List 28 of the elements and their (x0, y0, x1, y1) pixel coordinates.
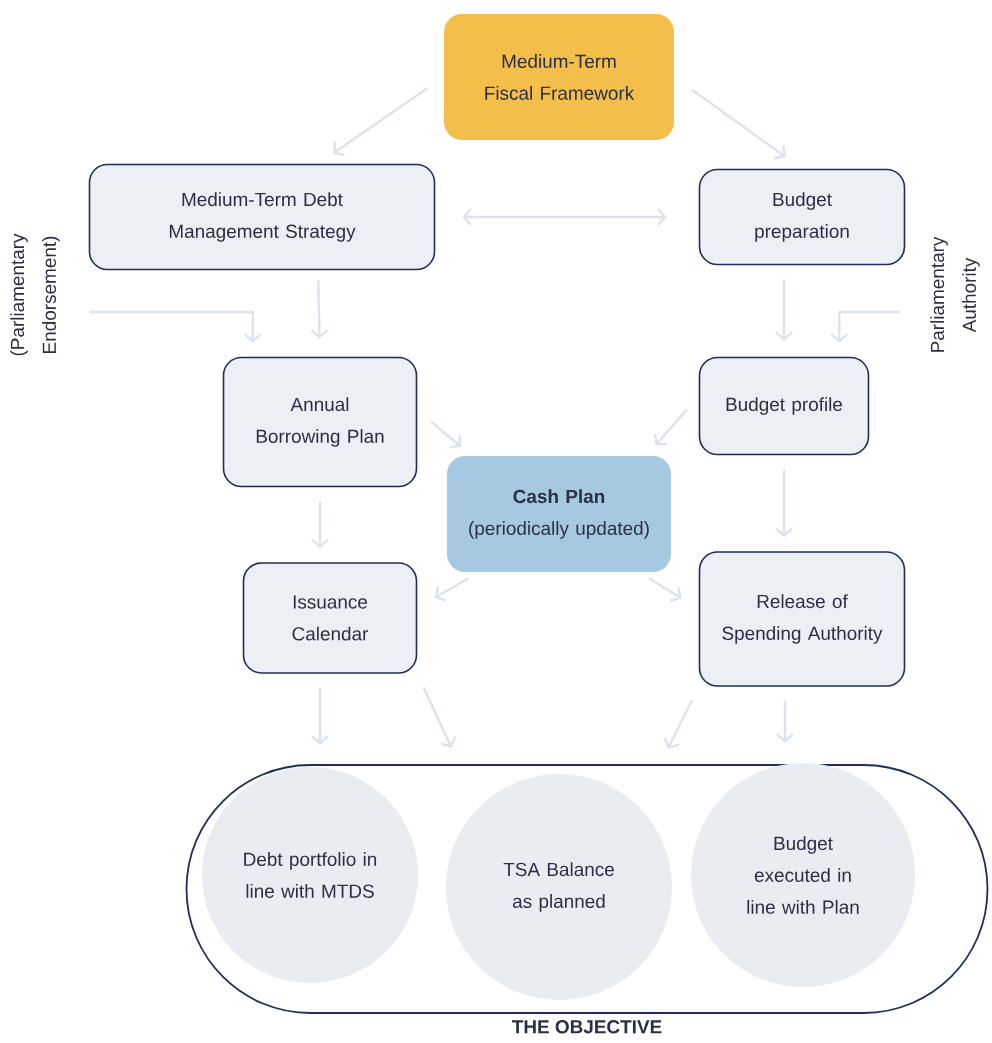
arrow (311, 501, 329, 549)
process-box: Budget profile (698, 356, 870, 456)
arrow (462, 208, 667, 226)
arrow (310, 280, 329, 339)
process-box: Annual Borrowing Plan (222, 356, 418, 488)
side-label: Parliamentary Authority (930, 236, 980, 352)
arrow (663, 699, 694, 749)
arrow (776, 700, 794, 743)
arrow (434, 577, 470, 602)
arrow (422, 686, 457, 748)
side-label: (Parliamentary Endorsement) (10, 233, 60, 356)
process-box: Medium-Term Debt Management Strategy (88, 163, 436, 271)
process-box: Budget preparation (698, 168, 906, 266)
framework-box: Medium-Term Fiscal Framework (444, 14, 674, 140)
process-box: Issuance Calendar (242, 562, 418, 674)
node-label: THE OBJECTIVE (512, 1020, 662, 1034)
arrow (775, 279, 793, 341)
arrow (311, 687, 329, 745)
cash-plan-box: Cash Plan (periodically updated) (447, 456, 671, 572)
arrow (430, 420, 462, 449)
arrow (332, 87, 428, 157)
arrow (648, 577, 682, 602)
arrow (89, 310, 262, 343)
arrow (830, 310, 901, 343)
process-box: Release of Spending Authority (698, 551, 906, 687)
arrow (775, 469, 793, 538)
arrow (691, 88, 786, 160)
arrow (653, 408, 688, 446)
